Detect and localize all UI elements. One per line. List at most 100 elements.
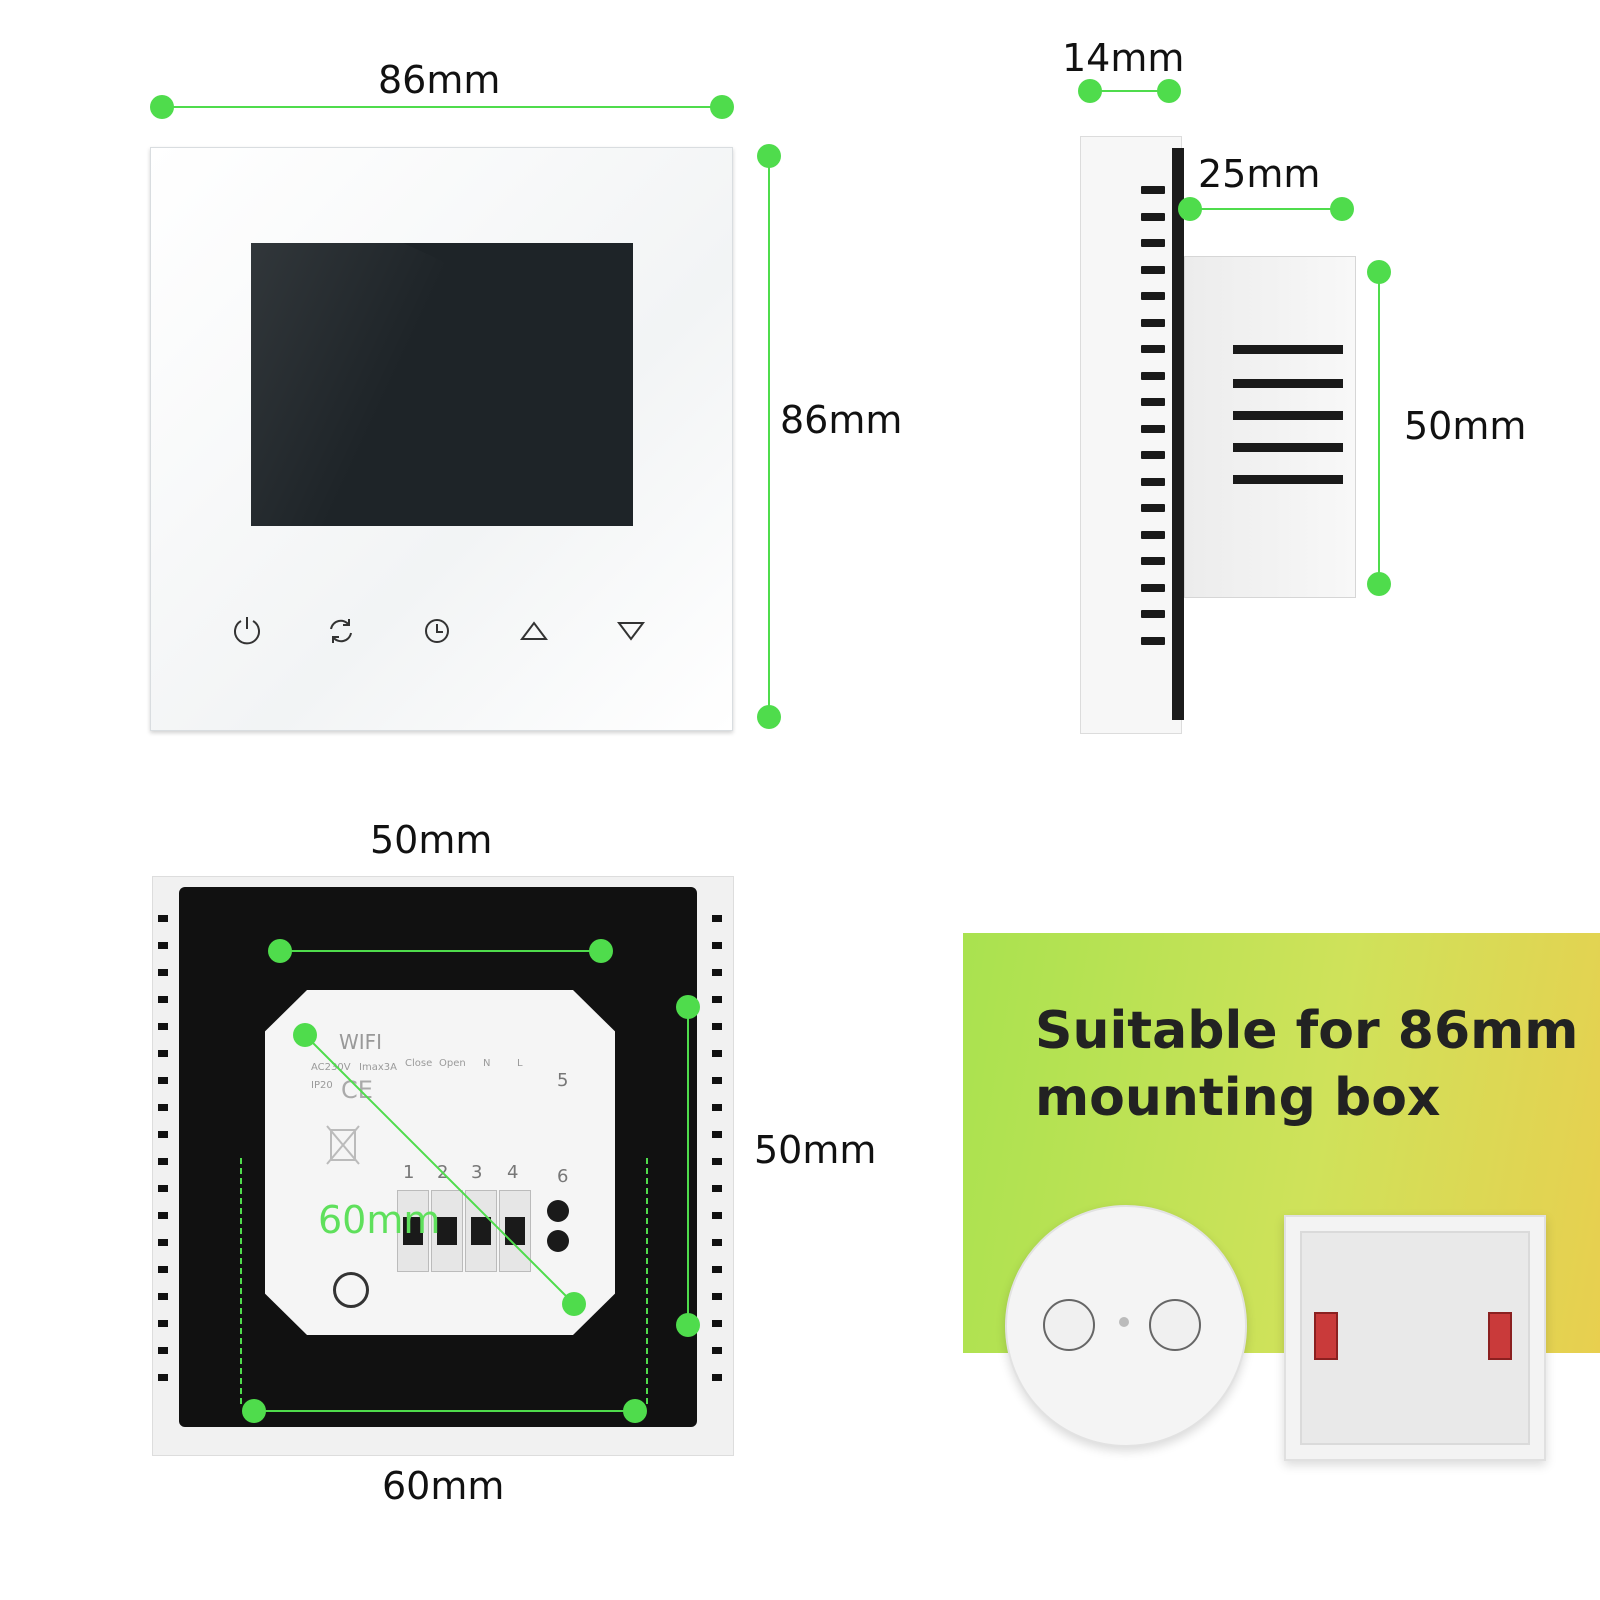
screw-icon <box>547 1200 569 1222</box>
back-rib <box>158 942 168 949</box>
back-rib <box>712 1104 722 1111</box>
terminal-label-n: N <box>483 1058 491 1069</box>
back-rib <box>158 1131 168 1138</box>
side-vent <box>1141 398 1165 406</box>
side-vent <box>1141 239 1165 247</box>
measure-dot <box>242 1399 266 1423</box>
back-rib <box>158 1158 168 1165</box>
reset-hole-icon <box>333 1272 369 1308</box>
power-icon[interactable] <box>229 613 265 649</box>
back-rib <box>158 1374 168 1381</box>
measure-dot <box>1367 572 1391 596</box>
rating-voltage: AC230V <box>311 1062 351 1073</box>
back-rib <box>712 1266 722 1273</box>
back-rib <box>158 1212 168 1219</box>
rating-current: Imax3A <box>359 1062 397 1073</box>
terminal-block <box>465 1190 497 1272</box>
measure-dot <box>562 1292 586 1316</box>
clock-icon[interactable] <box>419 613 455 649</box>
adjust-clip <box>1488 1312 1512 1360</box>
terminal-number: 4 <box>507 1162 519 1183</box>
side-vent <box>1141 557 1165 565</box>
banner-line-1: Suitable for 86mm <box>1035 1001 1579 1061</box>
measure-dot <box>1367 260 1391 284</box>
square-mounting-box <box>1284 1215 1546 1461</box>
terminal-block <box>431 1190 463 1272</box>
back-diagonal-label: 60mm <box>318 1198 441 1242</box>
back-rib <box>712 996 722 1003</box>
front-width-line <box>162 106 722 108</box>
terminal-label-open: Open <box>439 1058 466 1069</box>
aux-number: 6 <box>557 1166 569 1187</box>
thermostat-front-panel <box>150 147 733 731</box>
back-rib <box>712 942 722 949</box>
back-rib <box>158 1050 168 1057</box>
back-rib <box>712 969 722 976</box>
back-rib <box>158 1104 168 1111</box>
measure-dot <box>757 144 781 168</box>
side-vent <box>1141 212 1165 221</box>
terminal-label-l: L <box>517 1058 523 1069</box>
back-rib <box>158 1347 168 1354</box>
back-top-label: 50mm <box>370 818 493 862</box>
aux-number: 5 <box>557 1070 569 1091</box>
side-vent <box>1141 583 1165 592</box>
back-rib <box>158 1293 168 1300</box>
side-vent <box>1141 636 1165 645</box>
knockout-icon <box>1043 1299 1095 1351</box>
measure-dot <box>589 939 613 963</box>
terminal-number: 1 <box>403 1162 415 1183</box>
display-screen <box>251 243 633 526</box>
measure-dot <box>268 939 292 963</box>
back-rib <box>158 969 168 976</box>
knockout-icon <box>1149 1299 1201 1351</box>
body-depth-line <box>1190 208 1342 210</box>
side-vent <box>1141 186 1165 194</box>
terminal-number: 3 <box>471 1162 483 1183</box>
side-vent <box>1141 610 1165 618</box>
panel-depth-line <box>1090 90 1170 92</box>
measure-dot <box>757 705 781 729</box>
back-bottom-label: 60mm <box>382 1464 505 1508</box>
side-vent <box>1141 530 1165 539</box>
side-vent <box>1141 292 1165 300</box>
mode-cycle-icon[interactable] <box>323 613 359 649</box>
back-rib <box>158 1023 168 1030</box>
terminal-label-close: Close <box>405 1058 433 1069</box>
back-module: WIFI AC230V Imax3A IP20 CE Close Open N … <box>265 990 615 1335</box>
back-right-label: 50mm <box>754 1128 877 1172</box>
front-height-label: 86mm <box>780 398 903 442</box>
back-rib <box>158 996 168 1003</box>
rating-ip: IP20 <box>311 1080 333 1091</box>
back-rib <box>712 1293 722 1300</box>
back-rib <box>158 1239 168 1246</box>
banner-text: Suitable for 86mm mounting box <box>1035 998 1579 1132</box>
banner-line-2: mounting box <box>1035 1068 1441 1128</box>
back-rib <box>158 1266 168 1273</box>
round-mounting-box <box>1005 1205 1247 1447</box>
back-rib <box>712 1374 722 1381</box>
back-rib <box>712 1050 722 1057</box>
back-rib <box>712 1212 722 1219</box>
back-rib <box>712 1077 722 1084</box>
side-back-plate <box>1172 148 1184 720</box>
side-vent <box>1141 504 1165 512</box>
back-rib <box>712 1023 722 1030</box>
side-vent <box>1141 424 1165 433</box>
back-rib <box>712 1347 722 1354</box>
back-bottom-line <box>254 1410 636 1412</box>
back-rib <box>712 1239 722 1246</box>
measure-dot <box>293 1023 317 1047</box>
back-rib <box>158 1077 168 1084</box>
side-vent <box>1141 345 1165 353</box>
up-arrow-icon[interactable] <box>516 613 552 649</box>
ce-mark: CE <box>341 1076 373 1104</box>
measure-dot <box>1178 197 1202 221</box>
measure-dot <box>676 995 700 1019</box>
wifi-label: WIFI <box>339 1030 383 1054</box>
down-arrow-icon[interactable] <box>613 613 649 649</box>
back-rib <box>712 1320 722 1327</box>
back-dashed-left <box>240 1158 242 1404</box>
back-rib <box>158 915 168 922</box>
